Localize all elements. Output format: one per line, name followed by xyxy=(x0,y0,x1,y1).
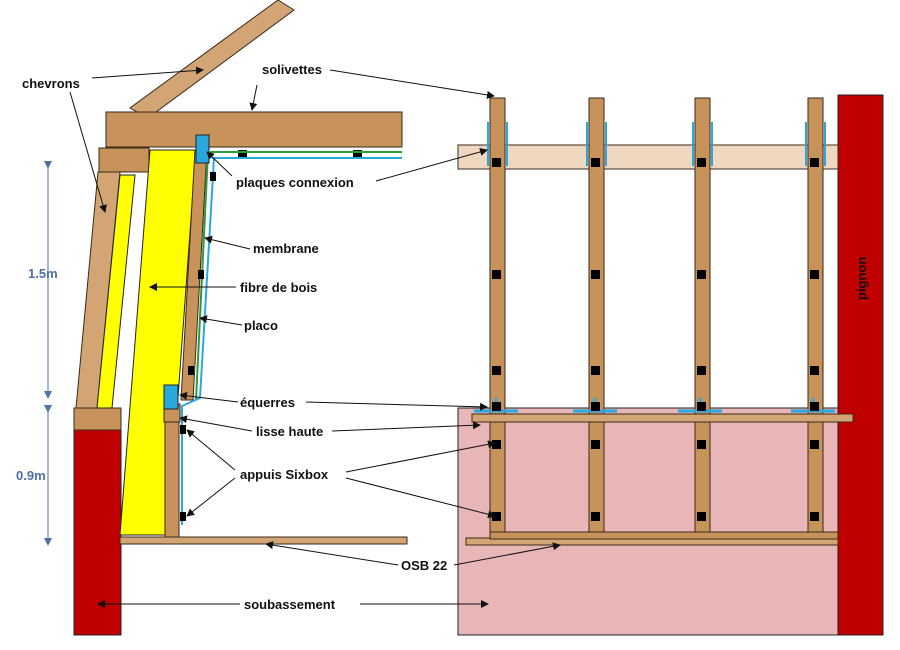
label-pignon: pignon xyxy=(854,257,869,300)
label-membrane: membrane xyxy=(253,241,319,256)
label-equerres: équerres xyxy=(240,395,295,410)
label-plaques-connexion: plaques connexion xyxy=(236,175,354,190)
sill-plate xyxy=(73,407,122,431)
osb-floor-section xyxy=(119,536,408,545)
connection-plate xyxy=(195,134,210,164)
lisse-haute-elevation xyxy=(471,413,854,423)
soubassement-right xyxy=(457,407,839,636)
dimension-upper: 1.5m xyxy=(28,266,58,281)
beam-block xyxy=(98,147,150,173)
insulation-outer-strip xyxy=(96,174,136,409)
beam-clip xyxy=(353,150,362,157)
stud-lower xyxy=(164,409,180,541)
top-purlin xyxy=(457,144,839,170)
label-chevrons: chevrons xyxy=(22,76,80,91)
sixbox-clip xyxy=(180,425,186,434)
dimension-lines: 1.5m 0.9m xyxy=(16,161,58,546)
placo-line xyxy=(181,157,215,525)
label-lisse-haute: lisse haute xyxy=(256,424,323,439)
sixbox-clip xyxy=(180,512,186,521)
connection-plates xyxy=(487,122,826,166)
label-placo: placo xyxy=(244,318,278,333)
post-clips xyxy=(492,158,819,521)
equerre-section xyxy=(163,384,179,410)
sixbox-clip xyxy=(188,366,194,375)
pignon-wall xyxy=(837,94,884,636)
label-solivettes: solivettes xyxy=(262,62,322,77)
labels: chevrons solivettes plaques connexion me… xyxy=(22,62,869,612)
sixbox-clip xyxy=(198,270,204,279)
sixbox-clip xyxy=(210,172,216,181)
label-fibre-de-bois: fibre de bois xyxy=(240,280,317,295)
elevation-view xyxy=(457,94,884,636)
sole-plate-elevation xyxy=(489,531,839,540)
section-view xyxy=(73,0,408,636)
rafter-diagonal xyxy=(129,0,295,119)
beam-clip xyxy=(238,150,247,157)
top-beam xyxy=(105,111,403,148)
leader-lines xyxy=(69,66,561,608)
dimension-lower: 0.9m xyxy=(16,468,46,483)
chevron-outer xyxy=(75,171,121,409)
label-soubassement: soubassement xyxy=(244,597,336,612)
label-osb: OSB 22 xyxy=(401,558,447,573)
label-appuis-sixbox: appuis Sixbox xyxy=(240,467,329,482)
